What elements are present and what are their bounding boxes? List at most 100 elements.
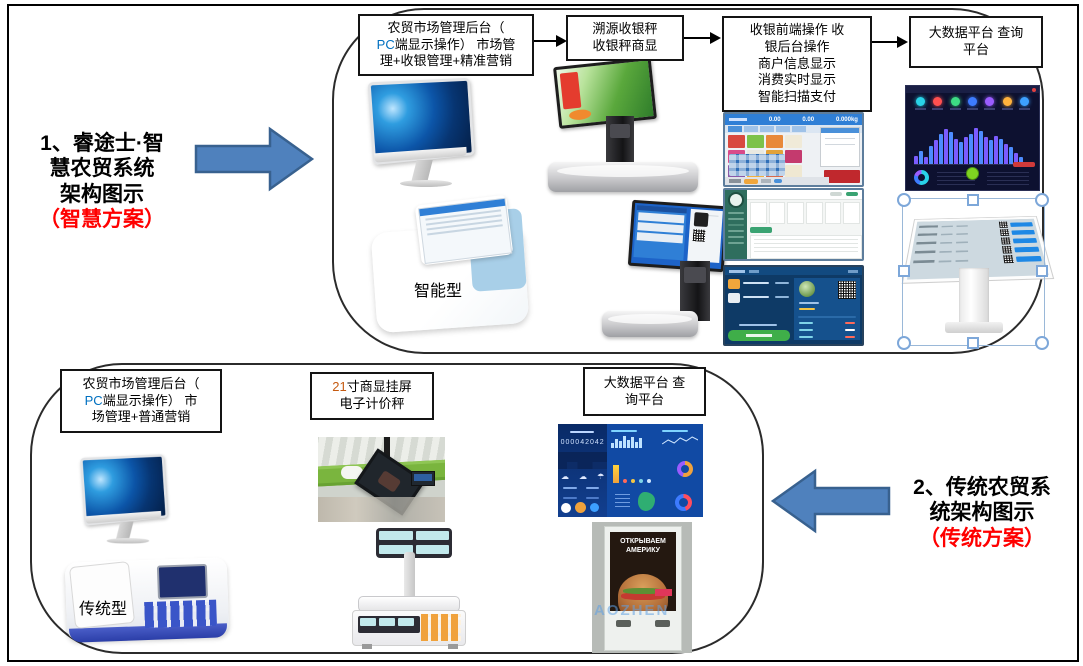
far-screen (410, 471, 435, 486)
stat-dot (985, 97, 995, 106)
selection-handle-bottom-right[interactable] (1035, 336, 1049, 350)
flow-box-smart-bigdata[interactable]: 大数据平台 查询 平台 (909, 16, 1043, 68)
scale1-column (606, 116, 634, 168)
imac-stand (411, 160, 433, 182)
scale1-platform (548, 162, 698, 192)
table-row (937, 184, 975, 185)
table-row (937, 176, 975, 177)
flow-box-trad-bigdata[interactable]: 大数据平台 查 询平台 (583, 367, 706, 416)
chart-bar (944, 129, 948, 164)
chart-bar (1004, 144, 1008, 164)
cashier-ops-text: 收银前端操作 收 银后台操作 商户信息显示 消费实时显示 智能扫描支付 (749, 21, 845, 105)
trace-scale-image-2[interactable] (602, 199, 729, 349)
rotate-handle[interactable] (966, 167, 979, 180)
traditional-system-group-outline[interactable] (30, 363, 764, 654)
flow-box-trad-scale-text: 21寸商显挂屏 电子计价秤 (332, 379, 411, 413)
product-tile (728, 135, 745, 148)
kiosk-pedestal (959, 268, 989, 324)
trad-backend-pc-image[interactable] (79, 454, 172, 548)
backoffice-screenshot[interactable] (723, 188, 864, 261)
trace-scale-text: 溯源收银秤 收银秤商显 (592, 21, 658, 53)
flow-box-trad-backend[interactable]: 农贸市场管理后台（ PC端显示操作） 市 场管理+普通营销 (60, 369, 222, 433)
selection-handle-top-left[interactable] (897, 193, 911, 207)
pricing-scale-image[interactable] (350, 528, 470, 652)
pos-frontend-screenshot[interactable]: 0.00 0.00 0.000kg (723, 112, 864, 187)
flow-arrow-1-icon (524, 35, 567, 47)
scale2-ui-right (687, 208, 723, 263)
bd-line-chart (661, 429, 699, 453)
bigdata-dashboard-screenshot[interactable] (905, 85, 1040, 191)
dashboard-bar-chart (914, 124, 1032, 165)
chart-bar (994, 136, 998, 164)
kiosk-slot-left (615, 620, 631, 627)
bd-left-panel: 000042042 ☁☁☂ (558, 424, 608, 517)
table-row (754, 251, 858, 252)
cd-item-icon-1 (728, 279, 740, 289)
bo-logo (728, 192, 744, 208)
stat-label (1001, 108, 1013, 110)
pos-tabs (725, 125, 862, 133)
dashboard-table-right (984, 169, 1032, 187)
smart-title-text: 1、睿途士·智 慧农贸系统 架构图示 (40, 132, 164, 206)
flow-box-cashier-ops[interactable]: 收银前端操作 收 银后台操作 商户信息显示 消费实时显示 智能扫描支付 (722, 16, 872, 112)
customer-display-screenshot[interactable] (723, 265, 864, 346)
smart-system-group-outline[interactable] (332, 8, 1044, 354)
arrow-left-icon[interactable] (766, 466, 892, 536)
traditional-section-title: 2、传统农贸系 统架构图示 （传统方案） (893, 450, 1071, 576)
printer-slot (684, 267, 706, 283)
chart-bar (954, 139, 958, 164)
selection-handle-left[interactable] (898, 265, 910, 277)
stat-dot (933, 97, 943, 106)
kiosk-base (945, 322, 1003, 333)
trad-device-screen (156, 563, 208, 600)
dashboard-table-left (934, 169, 978, 187)
selection-handle-top-right[interactable] (1035, 193, 1049, 207)
smart-backend-pc-image[interactable] (367, 77, 480, 192)
product-tile (785, 150, 802, 163)
bo-table (750, 235, 862, 259)
trad-bigdata-text: 大数据平台 查 询平台 (603, 374, 686, 407)
product-tile (785, 165, 802, 178)
bo-action-button (750, 227, 772, 233)
query-kiosk-image[interactable] (897, 192, 1054, 350)
arrow-right-icon[interactable] (193, 124, 317, 194)
smart-bigdata-text: 大数据平台 查询 平台 (928, 25, 1024, 57)
hanging-display-photo[interactable] (318, 437, 445, 522)
backend-text-1: 农贸市场管理后台（ (387, 19, 505, 35)
selection-handle-right[interactable] (1036, 265, 1048, 277)
device-screen (414, 194, 514, 266)
scale2-screen (627, 199, 729, 273)
selection-handle-bottom-left[interactable] (897, 336, 911, 350)
pos-checkout-button (824, 170, 860, 183)
stat-label (966, 108, 978, 110)
chart-bar (1019, 157, 1023, 164)
table-row (937, 180, 975, 181)
ad-red-tag (655, 588, 673, 597)
chart-bar (989, 140, 993, 164)
selection-handle-top[interactable] (967, 194, 979, 206)
trad-backend-text-pc: PC (84, 392, 103, 408)
flow-box-trad-scale[interactable]: 21寸商显挂屏 电子计价秤 (310, 372, 434, 420)
smart-scale-device-image[interactable] (370, 194, 532, 334)
weather-icons: ☁☁☂ (560, 472, 605, 482)
flow-box-smart-backend[interactable]: 农贸市场管理后台（ PC端显示操作） 市场管 理+收银管理+精准营销 (358, 14, 534, 76)
scale2-platform (602, 311, 698, 337)
pos-header: 0.00 0.00 0.000kg (725, 114, 862, 125)
stat-label (932, 108, 944, 110)
flow-box-trace-scale[interactable]: 溯源收银秤 收银秤商显 (566, 15, 684, 61)
smart-section-title: 1、睿途士·智 慧农贸系统 架构图示 （智慧方案） (18, 106, 186, 257)
selection-handle-bottom[interactable] (967, 337, 979, 349)
trace-scale-image-1[interactable] (548, 57, 704, 196)
bo-topbar (747, 190, 862, 200)
photo-watermark: AOZHEN (594, 602, 670, 619)
backend-text-2: 端显示操作） 市场管 理+收银管理+精准营销 (379, 36, 516, 69)
scale-foot-right (448, 644, 458, 649)
dashboard-stat-icons (906, 93, 1039, 110)
trad-bigdata-dashboard-screenshot[interactable]: 000042042 ☁☁☂ (558, 424, 703, 517)
chart-bar (924, 157, 928, 164)
ad-kiosk-photo[interactable]: ОТКРЫВАЕМ АМЕРИКУ AOZHEN (592, 522, 692, 653)
trad-backend-text-1: 农贸市场管理后台（ (82, 375, 200, 391)
scale-front-display (358, 616, 420, 633)
pos-value-1: 0.00 (768, 116, 781, 123)
stat-label (984, 108, 996, 110)
